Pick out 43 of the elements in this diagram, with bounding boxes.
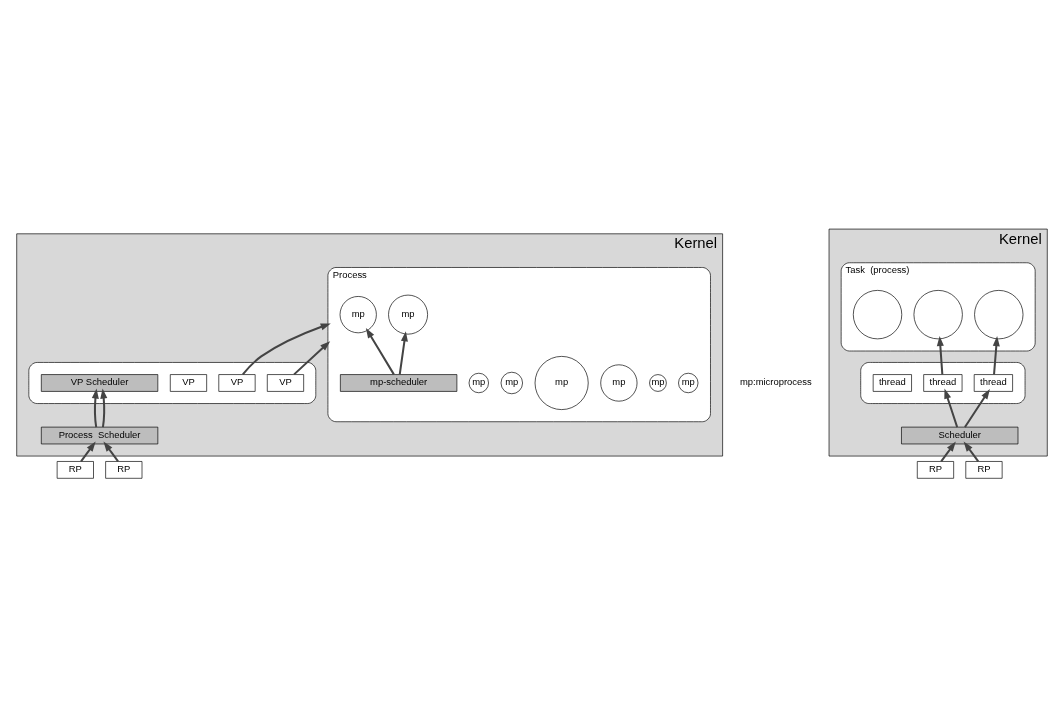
label: mp:microprocess [739, 376, 812, 388]
node-box: VP Scheduler [40, 374, 159, 392]
node-box: thread [923, 374, 963, 392]
node-circle: mp [388, 294, 428, 335]
arrow [100, 388, 108, 428]
arrow [365, 328, 395, 375]
arrow [293, 341, 331, 376]
arrow [80, 441, 96, 462]
arrow [936, 336, 944, 375]
node-box: thread [872, 374, 912, 392]
node-circle: mp [534, 356, 589, 410]
node-box: RP [965, 461, 1003, 479]
cluster [28, 362, 317, 404]
arrow [242, 323, 331, 376]
node-circle [974, 290, 1024, 340]
arrow [992, 336, 1000, 375]
node-circle: mp [468, 372, 489, 394]
arrow [103, 441, 119, 462]
node-box: VP [266, 374, 304, 392]
node-box: RP [105, 461, 143, 479]
node-circle [852, 290, 903, 340]
node-box: VP [218, 374, 256, 392]
arrow [964, 389, 990, 428]
node-box: VP [169, 374, 207, 392]
node-circle [913, 290, 963, 340]
node-box: RP [56, 461, 94, 479]
node-circle: mp [649, 374, 667, 392]
cluster: Task (process) [840, 262, 1036, 352]
node-box: Scheduler [901, 426, 1019, 445]
node-box: Process Scheduler [40, 426, 159, 445]
arrow [944, 388, 959, 428]
node-circle: mp [678, 372, 699, 394]
node-circle: mp [600, 364, 638, 402]
node-box: RP [916, 461, 954, 479]
arrow [398, 331, 408, 375]
arrow [963, 441, 980, 462]
cluster [860, 362, 1026, 404]
arrow [940, 441, 956, 462]
node-circle: mp [339, 296, 377, 334]
node-box: mp-scheduler [340, 374, 458, 392]
node-circle: mp [500, 371, 523, 395]
node-box: thread [973, 374, 1013, 392]
arrow [91, 388, 99, 428]
